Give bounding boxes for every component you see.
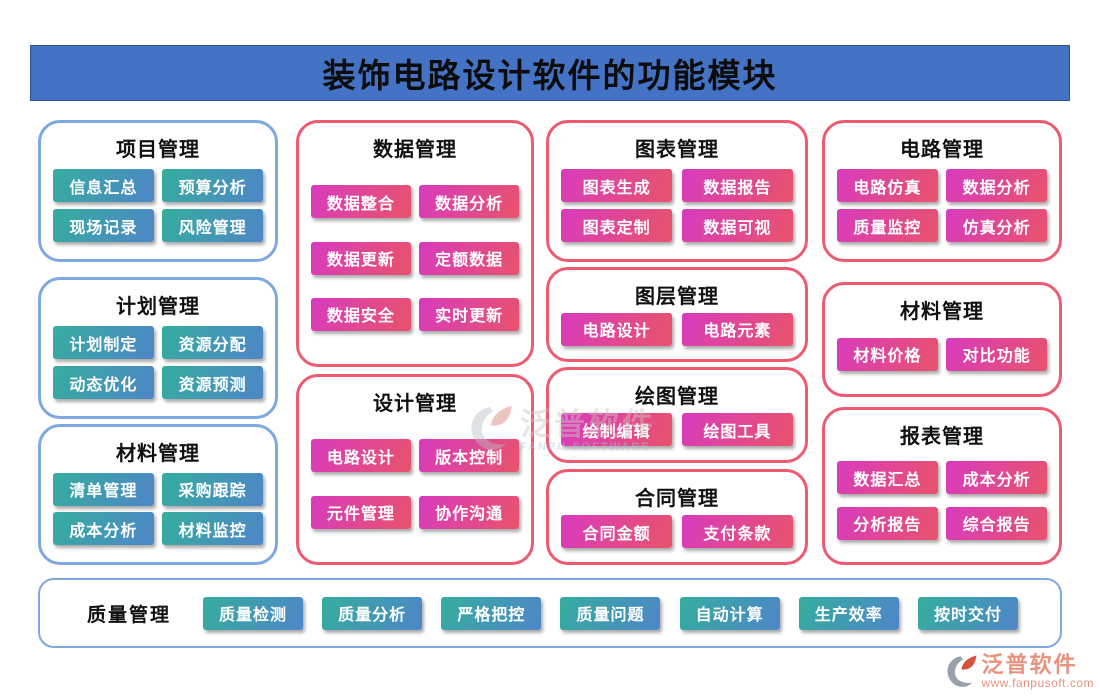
module-button[interactable]: 现场记录 (53, 209, 154, 242)
module-button[interactable]: 电路设计 (561, 312, 673, 346)
fanpu-logo-icon (945, 653, 978, 696)
card-data-management: 数据管理数据整合数据分析数据更新定额数据数据安全实时更新 (296, 120, 534, 367)
card-drawing-management: 绘图管理绘制编辑绘图工具 (546, 367, 808, 463)
quality-module-button[interactable]: 按时交付 (917, 596, 1018, 630)
module-button[interactable]: 对比功能 (946, 337, 1047, 371)
module-button[interactable]: 成本分析 (53, 512, 154, 546)
module-button[interactable]: 数据可视 (681, 209, 793, 242)
module-button[interactable]: 采购跟踪 (162, 472, 263, 506)
card-chart-management: 图表管理图表生成数据报告图表定制数据可视 (546, 120, 808, 262)
card-title: 电路管理 (900, 139, 984, 161)
module-button[interactable]: 电路仿真 (837, 169, 938, 202)
module-button[interactable]: 实时更新 (419, 297, 519, 331)
module-button[interactable]: 版本控制 (419, 439, 519, 473)
module-button[interactable]: 图表定制 (561, 209, 673, 242)
card-project-management: 项目管理信息汇总预算分析现场记录风险管理 (38, 120, 278, 262)
module-button[interactable]: 质量监控 (837, 209, 938, 242)
module-button[interactable]: 数据分析 (946, 169, 1047, 202)
quality-management-panel: 质量管理 质量检测质量分析严格把控质量问题自动计算生产效率按时交付 (38, 578, 1062, 648)
card-material-management-right: 材料管理材料价格对比功能 (822, 282, 1062, 397)
fanpu-logo: 泛普软件 www.fanpusoft.com (945, 652, 1094, 696)
module-button[interactable]: 成本分析 (946, 461, 1047, 495)
card-layer-management: 图层管理电路设计电路元素 (546, 267, 808, 362)
module-button[interactable]: 元件管理 (311, 495, 411, 529)
card-report-management: 报表管理数据汇总成本分析分析报告综合报告 (822, 407, 1062, 565)
card-title: 计划管理 (116, 296, 200, 318)
quality-module-button[interactable]: 生产效率 (798, 596, 899, 630)
module-button[interactable]: 数据汇总 (837, 461, 938, 495)
page-title: 装饰电路设计软件的功能模块 (30, 45, 1070, 101)
module-button[interactable]: 电路设计 (311, 439, 411, 473)
module-button[interactable]: 支付条款 (681, 515, 793, 548)
card-design-management: 设计管理电路设计版本控制元件管理协作沟通 (296, 374, 534, 565)
module-button[interactable]: 资源分配 (162, 326, 263, 359)
card-contract-management: 合同管理合同金额支付条款 (546, 469, 808, 565)
quality-module-button[interactable]: 质量问题 (560, 596, 661, 630)
quality-module-button[interactable]: 质量分析 (322, 596, 423, 630)
logo-url: www.fanpusoft.com (981, 676, 1094, 691)
module-button[interactable]: 绘制编辑 (561, 413, 673, 446)
card-title: 材料管理 (116, 443, 200, 465)
module-button[interactable]: 数据报告 (681, 169, 793, 202)
module-button[interactable]: 定额数据 (419, 241, 519, 275)
card-title: 数据管理 (373, 139, 457, 161)
quality-module-button[interactable]: 严格把控 (441, 596, 542, 630)
card-title: 图层管理 (635, 286, 719, 308)
module-button[interactable]: 材料价格 (837, 337, 938, 371)
card-title: 合同管理 (635, 488, 719, 510)
module-button[interactable]: 综合报告 (946, 506, 1047, 540)
module-button[interactable]: 预算分析 (162, 169, 263, 202)
quality-panel-title: 质量管理 (87, 604, 172, 626)
card-title: 设计管理 (373, 393, 457, 415)
card-title: 项目管理 (116, 139, 200, 161)
module-button[interactable]: 数据更新 (311, 241, 411, 275)
module-button[interactable]: 清单管理 (53, 472, 154, 506)
card-circuit-management: 电路管理电路仿真数据分析质量监控仿真分析 (822, 120, 1062, 262)
module-button[interactable]: 风险管理 (162, 209, 263, 242)
quality-module-button[interactable]: 自动计算 (679, 596, 780, 630)
module-button[interactable]: 材料监控 (162, 512, 263, 546)
module-button[interactable]: 计划制定 (53, 326, 154, 359)
module-button[interactable]: 合同金额 (561, 515, 673, 548)
card-title: 图表管理 (635, 139, 719, 161)
module-button[interactable]: 绘图工具 (681, 413, 793, 446)
card-plan-management: 计划管理计划制定资源分配动态优化资源预测 (38, 277, 278, 419)
module-button[interactable]: 分析报告 (837, 506, 938, 540)
module-button[interactable]: 动态优化 (53, 366, 154, 399)
module-button[interactable]: 仿真分析 (946, 209, 1047, 242)
module-button[interactable]: 图表生成 (561, 169, 673, 202)
card-title: 报表管理 (900, 426, 984, 448)
module-button[interactable]: 资源预测 (162, 366, 263, 399)
module-button[interactable]: 数据安全 (311, 297, 411, 331)
module-button[interactable]: 协作沟通 (419, 495, 519, 529)
quality-module-button[interactable]: 质量检测 (203, 596, 304, 630)
card-material-management-left: 材料管理清单管理采购跟踪成本分析材料监控 (38, 424, 278, 565)
quality-buttons: 质量检测质量分析严格把控质量问题自动计算生产效率按时交付 (203, 596, 1018, 630)
module-button[interactable]: 数据整合 (311, 185, 411, 219)
card-title: 绘图管理 (635, 386, 719, 408)
logo-name: 泛普软件 (981, 652, 1078, 677)
card-title: 材料管理 (900, 301, 984, 323)
module-button[interactable]: 电路元素 (681, 312, 793, 346)
module-button[interactable]: 数据分析 (419, 185, 519, 219)
module-button[interactable]: 信息汇总 (53, 169, 154, 202)
